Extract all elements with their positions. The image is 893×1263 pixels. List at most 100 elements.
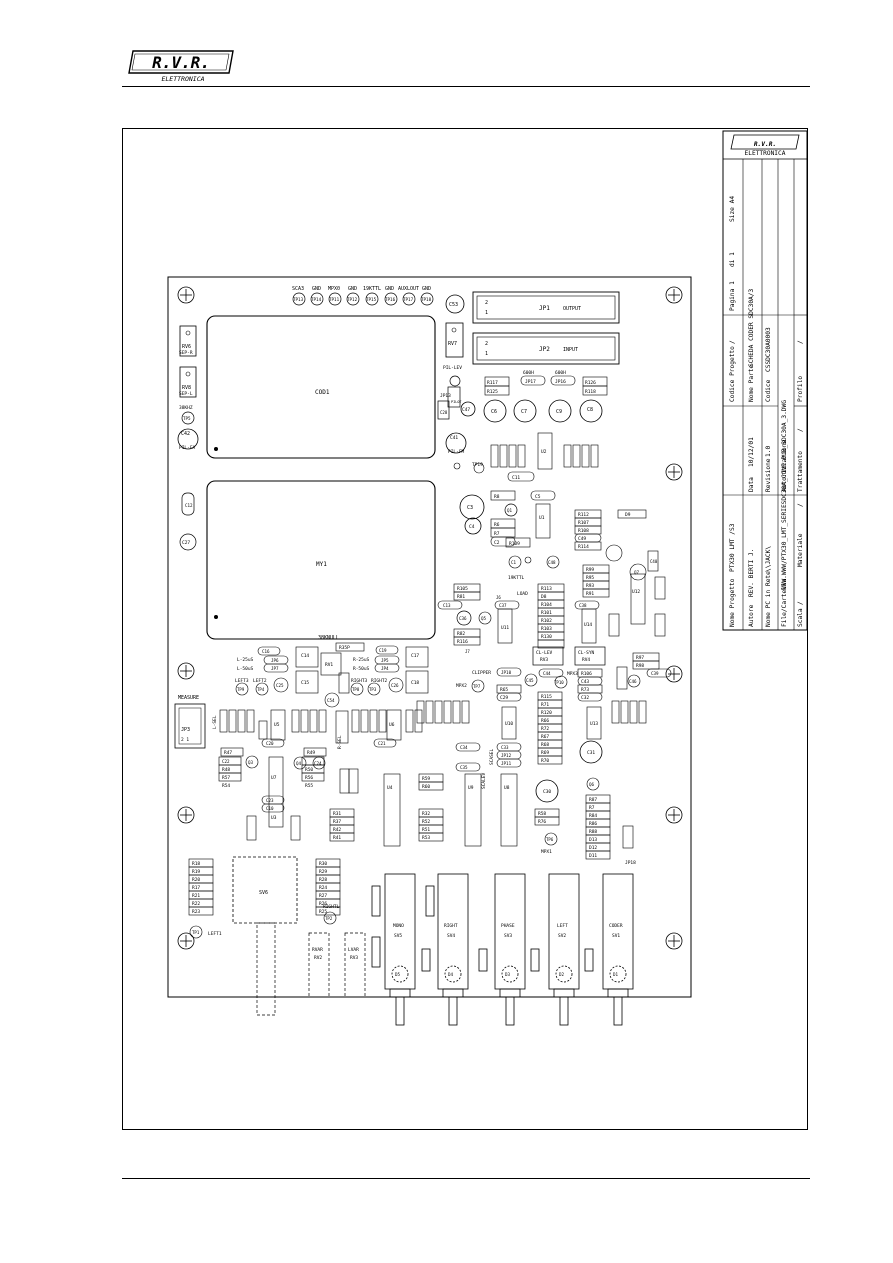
- logo-subtitle: ELETTRONICA: [161, 75, 204, 83]
- svg-text:R93: R93: [586, 583, 594, 589]
- svg-text:SCALEV: SCALEV: [481, 772, 487, 789]
- svg-text:R52: R52: [422, 819, 430, 825]
- svg-text:R6: R6: [494, 522, 500, 528]
- tp17-label: TP17: [403, 297, 414, 302]
- svg-text:R20: R20: [192, 877, 200, 883]
- svg-text:R125: R125: [487, 389, 498, 395]
- svg-text:R76: R76: [538, 819, 546, 825]
- svg-text:C7: C7: [521, 409, 527, 415]
- date-label: Data: [748, 477, 755, 492]
- profile-label: Profilo: [797, 376, 804, 402]
- svg-text:R19: R19: [192, 869, 200, 875]
- svg-text:2 1: 2 1: [181, 737, 189, 743]
- size-label: Size A4: [729, 196, 736, 222]
- file-value: WWW.WWW/PTX30_LMT_SERIESDC30A_CONF.PUB_S…: [781, 400, 788, 590]
- treatment-label: Trattamento: [797, 451, 804, 492]
- svg-text:PIL-LEV: PIL-LEV: [443, 365, 462, 371]
- svg-text:C44: C44: [543, 671, 551, 676]
- page-header: R.V.R. ELETTRONICA: [0, 0, 893, 100]
- tp13-signal: SCA3: [292, 286, 304, 292]
- svg-text:19KTTL: 19KTTL: [508, 575, 525, 581]
- svg-text:R48: R48: [222, 767, 230, 773]
- svg-text:JP16: JP16: [555, 379, 566, 385]
- svg-text:R91: R91: [586, 591, 594, 597]
- svg-text:R42: R42: [333, 827, 341, 833]
- svg-text:LEFT1: LEFT1: [208, 931, 222, 937]
- svg-text:C42: C42: [181, 431, 190, 437]
- tp16-label: TP16: [385, 297, 396, 302]
- svg-text:RIGHT2: RIGHT2: [371, 678, 388, 684]
- page-label: Pagina 1: [729, 281, 736, 311]
- svg-text:TP4: TP4: [257, 687, 265, 692]
- svg-text:R86: R86: [589, 821, 597, 827]
- svg-text:U14: U14: [584, 622, 592, 628]
- svg-text:600H: 600H: [523, 370, 534, 376]
- header-rule: [122, 86, 810, 87]
- svg-text:C38: C38: [579, 603, 587, 608]
- logo-text: R.V.R.: [152, 53, 210, 72]
- svg-text:R17: R17: [192, 885, 200, 891]
- tp15-signal: 19KTTL: [363, 286, 381, 292]
- svg-text:600H: 600H: [555, 370, 566, 376]
- svg-text:R60: R60: [422, 784, 430, 790]
- tp13-label: TP13: [293, 297, 304, 302]
- svg-text:R82: R82: [457, 631, 465, 637]
- tp12-label: TP12: [347, 297, 358, 302]
- svg-text:R117: R117: [487, 380, 498, 386]
- page-of: di 1: [729, 252, 736, 267]
- svg-text:CL-LEV: CL-LEV: [536, 650, 553, 656]
- svg-text:R-SEL: R-SEL: [337, 735, 343, 749]
- svg-text:C34: C34: [460, 745, 468, 750]
- svg-text:JP11: JP11: [501, 761, 512, 766]
- svg-text:C28: C28: [440, 410, 448, 415]
- svg-text:R58: R58: [538, 811, 546, 817]
- svg-text:C17: C17: [411, 653, 419, 659]
- part-name-label: Nome Parte: [748, 364, 755, 402]
- svg-text:R109: R109: [509, 541, 520, 547]
- svg-text:MPX3: MPX3: [567, 671, 578, 677]
- svg-text:R28: R28: [319, 877, 327, 883]
- svg-text:C43: C43: [581, 679, 589, 685]
- tp16-signal: GND: [385, 286, 394, 292]
- svg-text:R116: R116: [457, 639, 468, 645]
- svg-text:C4: C4: [469, 524, 475, 530]
- svg-text:C16: C16: [262, 649, 270, 654]
- svg-text:R102: R102: [541, 618, 552, 624]
- svg-text:R68: R68: [541, 742, 549, 748]
- svg-text:R115: R115: [541, 694, 552, 700]
- project-code-value: /: [729, 340, 736, 344]
- jp2-function: INPUT: [563, 347, 578, 353]
- svg-text:D13: D13: [589, 837, 597, 843]
- svg-text:JP4: JP4: [381, 666, 389, 671]
- svg-text:R27: R27: [319, 893, 327, 899]
- svg-text:R49: R49: [307, 750, 315, 756]
- svg-text:C5: C5: [535, 494, 541, 500]
- svg-text:LEFT3: LEFT3: [235, 678, 249, 684]
- svg-text:R51: R51: [422, 827, 430, 833]
- project-label: Nome Progetto: [729, 578, 736, 627]
- svg-text:U1: U1: [539, 515, 545, 521]
- svg-text:TP5: TP5: [183, 416, 191, 421]
- svg-text:RIGHT: RIGHT: [444, 923, 458, 929]
- svg-text:TP3: TP3: [369, 687, 377, 692]
- svg-text:RV4: RV4: [582, 657, 590, 663]
- svg-text:R88: R88: [589, 829, 597, 835]
- rvr-logo: R.V.R. ELETTRONICA: [128, 50, 234, 83]
- svg-text:2: 2: [485, 300, 488, 306]
- material-label: Materiale: [797, 533, 804, 567]
- svg-text:SV6: SV6: [259, 890, 268, 896]
- svg-text:R-25uS: R-25uS: [353, 657, 370, 663]
- svg-text:R7: R7: [589, 805, 595, 811]
- svg-text:R26: R26: [319, 901, 327, 907]
- svg-text:TP19: TP19: [472, 462, 483, 468]
- svg-text:LEFT: LEFT: [557, 923, 568, 929]
- svg-text:JP6: JP6: [271, 658, 279, 663]
- svg-text:C3: C3: [467, 505, 473, 511]
- svg-text:R22: R22: [192, 901, 200, 907]
- svg-text:R108: R108: [578, 528, 589, 534]
- svg-text:D4: D4: [448, 972, 454, 977]
- svg-text:MEASURE: MEASURE: [178, 695, 199, 701]
- svg-text:R72: R72: [541, 726, 549, 732]
- author-value: REV. BERTI J.: [748, 549, 755, 597]
- svg-text:C11: C11: [512, 475, 520, 481]
